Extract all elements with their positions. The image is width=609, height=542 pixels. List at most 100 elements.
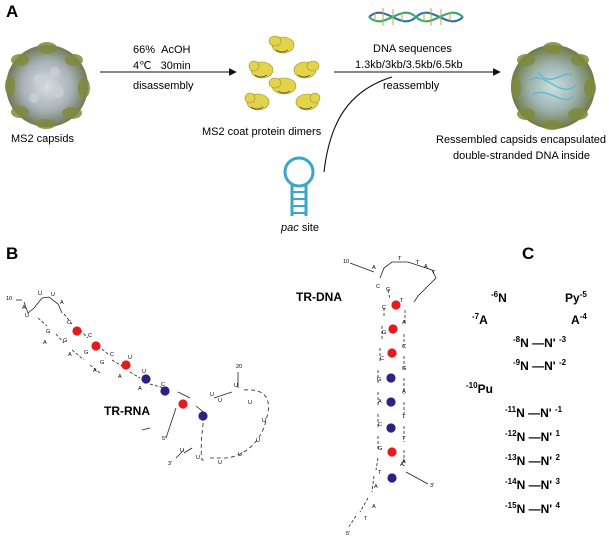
- base-letter-u11: U: [256, 438, 260, 444]
- pac-row-11: -11N —N' -1: [505, 405, 563, 420]
- base-letter-t8: T: [402, 436, 406, 442]
- base-letter-u5: U: [142, 369, 146, 375]
- base-letter-t1: T: [398, 256, 402, 262]
- base-letter-a5: A: [372, 504, 376, 510]
- pac-py5: Py-5: [565, 290, 587, 305]
- base-letter-a6: A: [118, 374, 122, 380]
- reassembly-label: reassembly: [383, 80, 440, 92]
- pac-row-15: -15N —N' 4: [505, 501, 560, 516]
- base-letter-g2: G: [63, 338, 68, 344]
- tr-dna-structure: [347, 261, 437, 529]
- tr-dna-title: TR-DNA: [296, 290, 342, 304]
- result-line-2: double-stranded DNA inside: [453, 150, 590, 162]
- pac-word: pac: [281, 222, 299, 234]
- base-letter-a8: A: [402, 459, 406, 465]
- dna-5-prime: 5': [346, 531, 351, 537]
- base-letter-t5: T: [364, 516, 368, 522]
- pac-row-12: -12N —N' 1: [505, 429, 560, 444]
- base-letter-u1: U: [38, 291, 42, 297]
- base-letter-a5: A: [93, 368, 97, 374]
- pac-row-14: -14N —N' 3: [505, 477, 560, 492]
- base-letter-c5: C: [402, 344, 406, 350]
- base-letter-u12: U: [238, 452, 242, 458]
- pac-n6: -6N: [491, 290, 507, 305]
- dna-sizes: 1.3kb/3kb/3.5kb/6.5kb: [355, 59, 463, 71]
- base-letter-u3: U: [25, 313, 29, 319]
- base-letter-t4: T: [378, 470, 382, 476]
- base-letter-u15: U: [180, 448, 184, 454]
- base-letter-u14: U: [196, 455, 200, 461]
- base-letter-a1: A: [372, 265, 376, 271]
- acid-percent: 66%: [133, 44, 156, 56]
- base-letter-a7: A: [138, 386, 142, 392]
- rna-3-prime: 3': [168, 461, 173, 467]
- pac-a7: -7A: [472, 312, 488, 327]
- dimers-label: MS2 coat protein dimers: [202, 126, 322, 138]
- reassembled-capsid-image: [511, 42, 596, 130]
- acid-name: AcOH: [161, 44, 191, 56]
- ms2-capsid-image: [5, 42, 90, 129]
- base-letter-c2: C: [88, 333, 92, 339]
- condition-line-2: 4℃ 30min: [133, 59, 191, 72]
- base-letter-c4: C: [378, 422, 382, 428]
- pac-row-13: -13N —N' 2: [505, 453, 560, 468]
- base-letter-c4: C: [161, 382, 165, 388]
- disassembly-label: disassembly: [133, 80, 194, 92]
- dna-helix-image: [368, 8, 464, 26]
- pac-site-hairpin-icon: [283, 156, 315, 216]
- base-letter-g1: G: [46, 329, 51, 335]
- base-letter-c3: C: [110, 352, 114, 358]
- base-letter-g2: G: [382, 330, 387, 336]
- dna-title: DNA sequences: [373, 43, 452, 55]
- base-letter-g3: G: [377, 377, 382, 383]
- tr-dna-pair-dots: [386, 300, 401, 483]
- base-letter-a1: A: [60, 300, 64, 306]
- base-letter-g4: G: [100, 360, 105, 366]
- pac-curve-arrow: [323, 76, 393, 173]
- base-letter-t7: T: [402, 414, 406, 420]
- base-letter-u7: U: [218, 398, 222, 404]
- base-letter-u2: U: [51, 292, 55, 298]
- base-letter-u6: U: [210, 392, 214, 398]
- pac-a4: A-4: [571, 312, 587, 327]
- base-letter-u13: U: [218, 460, 222, 466]
- site-word: site: [301, 222, 319, 234]
- base-letter-c2: C: [382, 305, 386, 311]
- capsids-label: MS2 capsids: [11, 133, 74, 145]
- base-letter-u8: U: [234, 383, 238, 389]
- base-letter-a9: A: [400, 462, 404, 468]
- coat-protein-dimers-image: [244, 35, 321, 111]
- base-letter-g5: G: [402, 366, 407, 372]
- rna-5-prime: 5': [162, 436, 167, 442]
- base-letter-c1: C: [67, 320, 71, 326]
- base-letter-g3: G: [84, 350, 89, 356]
- base-letter-a2: A: [424, 264, 428, 270]
- base-letter-c3: C: [380, 356, 384, 362]
- base-letter-g1: G: [386, 287, 391, 293]
- panel-label-c: C: [522, 244, 535, 263]
- base-letter-t6: T: [400, 298, 404, 304]
- base-letter-g4: G: [378, 446, 383, 452]
- rna-position-20: 20: [236, 364, 243, 370]
- base-letter-a7: A: [402, 389, 406, 395]
- panel-label-a: A: [6, 2, 19, 21]
- base-letter-a4: A: [68, 352, 72, 358]
- temperature-unit: ℃: [139, 60, 152, 72]
- dna-3-prime: 3': [430, 483, 435, 489]
- condition-line-1: 66% AcOH: [133, 44, 191, 56]
- base-letter-a3: A: [43, 340, 47, 346]
- result-line-1: Ressembled capsids encapsulated: [436, 134, 606, 146]
- base-letter-t3: T: [432, 270, 436, 276]
- duration-value: 30min: [160, 60, 191, 72]
- base-letter-a2: A: [22, 305, 26, 311]
- temperature-value: 4: [133, 60, 140, 72]
- base-letter-a6: A: [402, 320, 406, 326]
- base-letter-c1: C: [376, 284, 380, 290]
- base-letter-u4: U: [128, 355, 132, 361]
- rna-position-10: 10: [6, 296, 13, 302]
- tr-rna-title: TR-RNA: [104, 404, 150, 418]
- pac-row-8: -8N —N' -3: [513, 335, 567, 350]
- pac-row-9: -9N —N' -2: [513, 358, 567, 373]
- base-letter-u9: U: [248, 400, 252, 406]
